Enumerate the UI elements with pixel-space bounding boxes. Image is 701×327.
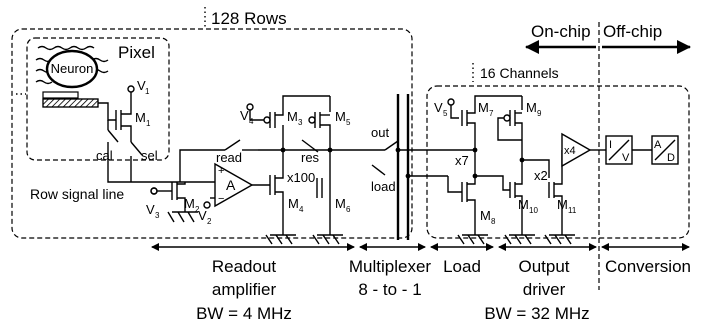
neuron-label: Neuron — [51, 61, 94, 76]
svg-text:M: M — [335, 109, 346, 124]
on-chip-label: On-chip — [531, 22, 591, 41]
sel-label: sel — [141, 148, 158, 163]
svg-text:x2: x2 — [534, 168, 548, 183]
svg-text:+: + — [218, 165, 224, 177]
mux-out-label: out — [371, 125, 389, 140]
svg-text:4: 4 — [299, 205, 304, 214]
pixel-title: Pixel — [118, 43, 155, 62]
svg-text:M: M — [135, 110, 146, 125]
svg-text:V: V — [434, 100, 443, 115]
svg-text:−: − — [218, 193, 224, 205]
svg-text:V: V — [137, 78, 146, 93]
svg-text:x4: x4 — [564, 145, 576, 157]
svg-text:M: M — [480, 208, 491, 223]
svg-text:9: 9 — [537, 109, 542, 118]
svg-text:x100: x100 — [287, 170, 315, 185]
output-bw: BW = 32 MHz — [484, 304, 589, 323]
readout-label-1: Readout — [212, 257, 277, 276]
opamp-a — [214, 162, 254, 208]
svg-text:x7: x7 — [455, 153, 469, 168]
svg-text:5: 5 — [443, 109, 448, 118]
svg-text:M: M — [288, 196, 299, 211]
svg-text:V: V — [622, 152, 630, 164]
svg-text:M: M — [557, 197, 568, 212]
converters: I V A D — [605, 135, 679, 165]
rows-block-outline — [11, 28, 413, 239]
buffer-x4 — [561, 132, 592, 168]
svg-text:2: 2 — [195, 205, 200, 214]
mux-load-label: load — [371, 179, 396, 194]
conversion-label: Conversion — [605, 257, 691, 276]
output-label-2: driver — [523, 280, 566, 299]
res-label: res — [301, 150, 320, 165]
channels-label: 16 Channels — [480, 65, 559, 81]
mux-label-2: 8 - to - 1 — [358, 280, 421, 299]
svg-text:M: M — [478, 100, 489, 115]
svg-text:1: 1 — [145, 87, 150, 96]
neuron-icon: Neuron — [35, 45, 109, 89]
readout-label-2: amplifier — [212, 280, 277, 299]
svg-text:M: M — [287, 109, 298, 124]
multiplexer: out load — [371, 94, 448, 240]
off-chip-label: Off-chip — [603, 22, 662, 41]
read-label: read — [216, 150, 242, 165]
output-label-1: Output — [518, 257, 569, 276]
svg-text:D: D — [667, 152, 675, 164]
svg-text:A: A — [226, 177, 236, 193]
svg-text:V: V — [240, 108, 249, 123]
svg-text:I: I — [609, 139, 612, 151]
channels-block-outline — [426, 85, 690, 239]
svg-text:8: 8 — [491, 217, 496, 226]
svg-text:3: 3 — [298, 118, 303, 127]
svg-text:7: 7 — [489, 109, 494, 118]
svg-text:4: 4 — [249, 117, 254, 126]
svg-text:6: 6 — [346, 205, 351, 214]
electrode — [42, 91, 79, 99]
svg-text:10: 10 — [529, 206, 538, 215]
rows-label: 128 Rows — [211, 9, 287, 28]
row-signal-line-label: Row signal line — [30, 186, 124, 202]
svg-text:M: M — [518, 197, 529, 212]
readout-bw: BW = 4 MHz — [196, 304, 292, 323]
svg-text:2: 2 — [207, 217, 212, 226]
mux-label-1: Multiplexer — [349, 257, 432, 276]
cal-label: cal — [96, 148, 113, 163]
svg-text:1: 1 — [146, 119, 151, 128]
svg-text:3: 3 — [155, 211, 160, 220]
svg-text:M: M — [184, 196, 195, 211]
svg-text:A: A — [654, 139, 662, 151]
pixel-block-outline — [26, 37, 170, 161]
svg-text:5: 5 — [346, 118, 351, 127]
svg-text:V: V — [146, 202, 155, 217]
svg-text:M: M — [335, 196, 346, 211]
svg-text:11: 11 — [568, 206, 577, 215]
load-label: Load — [443, 257, 481, 276]
svg-text:V: V — [198, 208, 207, 223]
svg-text:M: M — [526, 100, 537, 115]
